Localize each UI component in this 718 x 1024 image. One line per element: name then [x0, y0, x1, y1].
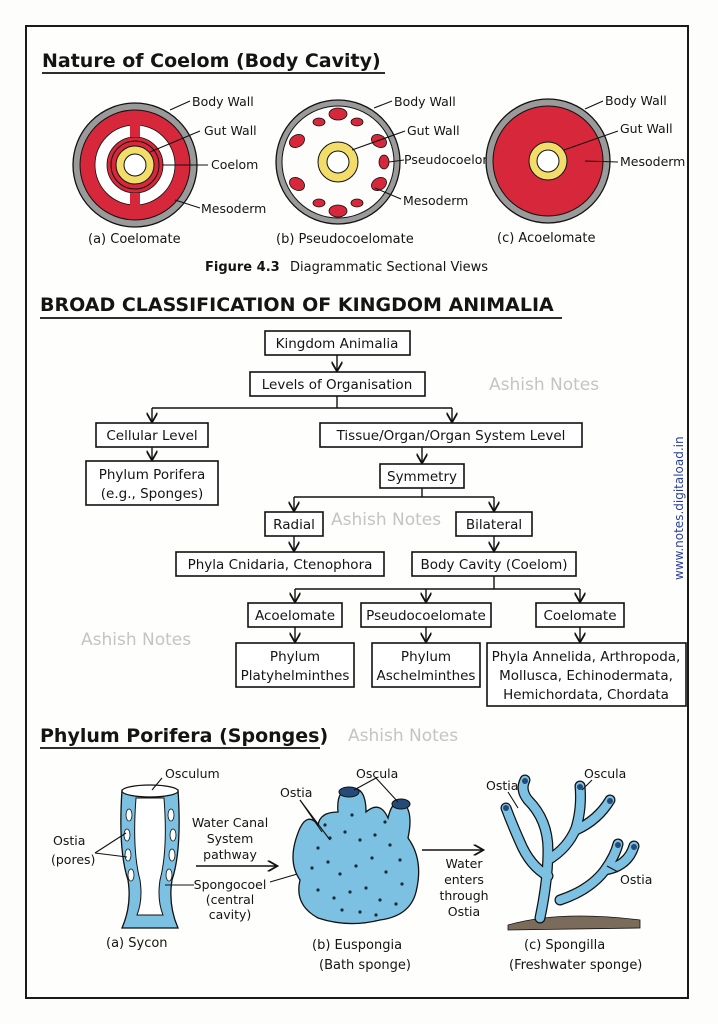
- euspongia-caption-1: (b) Euspongia: [312, 938, 402, 953]
- node-radial: [264, 511, 324, 537]
- coelomate-diagram: [72, 100, 208, 228]
- node-cellular-level-label: Cellular Level: [106, 428, 197, 444]
- node-cnidaria-ctenophora: [175, 551, 385, 577]
- spongocoel-label-2: (central: [206, 892, 255, 907]
- spongilla-caption-2: (Freshwater sponge): [509, 958, 642, 973]
- water-enters-label-2: enters: [444, 872, 484, 887]
- watermark-4: Ashish Notes: [348, 726, 458, 746]
- pseudocoelomate-gut-wall-label: Gut Wall: [407, 123, 460, 138]
- pseudocoelomate-diagram: [275, 99, 406, 225]
- node-cellular-level: [95, 422, 209, 448]
- acoelomate-caption: (c) Acoelomate: [497, 231, 595, 246]
- node-symmetry: [379, 463, 465, 489]
- node-coelomate-phyla: [486, 642, 687, 707]
- spongilla-drawing: [500, 774, 641, 931]
- node-symmetry-label: Symmetry: [387, 469, 457, 485]
- euspongia-ostia-label: Ostia: [280, 785, 312, 800]
- side-url: www.notes.digitaload.in: [672, 436, 686, 580]
- flow-label-3: pathway: [203, 847, 257, 862]
- spongocoel-label-3: cavity): [209, 907, 252, 922]
- pseudocoelomate-body-wall-label: Body Wall: [394, 94, 456, 109]
- figure-caption-label: Figure 4.3: [205, 260, 280, 275]
- pseudocoelomate-mesoderm-label: Mesoderm: [403, 193, 468, 208]
- node-body-cavity: [411, 551, 577, 577]
- node-acoelomate-label: Acoelomate: [255, 608, 335, 624]
- spongilla-caption-1: (c) Spongilla: [524, 938, 605, 953]
- pseudocoelomate-caption: (b) Pseudocoelomate: [276, 232, 414, 247]
- watermark-3: Ashish Notes: [81, 630, 191, 650]
- acoelomate-mesoderm-label: Mesoderm: [620, 154, 685, 169]
- water-enters-label-3: through: [439, 888, 488, 903]
- node-bilateral: [455, 511, 533, 537]
- node-coelomate-phyla-label-1: Phyla Annelida, Arthropoda,: [492, 649, 681, 665]
- node-aschelminthes: [371, 642, 481, 688]
- node-aschelminthes-label-2: Aschelminthes: [377, 668, 476, 684]
- coelomate-body-wall-label: Body Wall: [192, 94, 254, 109]
- node-coelomate-phyla-label-3: Hemichordata, Chordata: [503, 687, 669, 703]
- coelomate-coelom-label: Coelom: [211, 157, 258, 172]
- node-aschelminthes-label-1: Phylum: [401, 649, 451, 665]
- figure-caption-text: Diagrammatic Sectional Views: [290, 260, 488, 275]
- sycon-ostia-label: Ostia: [53, 833, 85, 848]
- euspongia-drawing: [292, 777, 420, 925]
- node-coelomate-label: Coelomate: [543, 608, 616, 624]
- node-levels-of-organisation: [249, 371, 426, 397]
- spongilla-ostia-side-label: Ostia: [620, 872, 652, 887]
- node-phylum-porifera-label-2: (e.g., Sponges): [101, 486, 203, 502]
- spongocoel-label-1: Spongocoel: [194, 877, 267, 892]
- node-coelomate-phyla-label-2: Mollusca, Echinodermata,: [499, 668, 673, 684]
- node-kingdom-animalia: [264, 330, 411, 356]
- node-radial-label: Radial: [273, 517, 315, 533]
- node-tissue-level-label: Tissue/Organ/Organ System Level: [336, 428, 566, 444]
- node-coelomate: [535, 602, 625, 628]
- node-bilateral-label: Bilateral: [466, 517, 522, 533]
- flow-label-2: System: [207, 831, 254, 846]
- node-phylum-porifera: [85, 460, 219, 506]
- spongilla-ostia-top-label: Ostia: [486, 778, 518, 793]
- watermark-1: Ashish Notes: [489, 375, 599, 395]
- node-pseudocoelomate-label: Pseudocoelomate: [366, 608, 486, 624]
- node-platyhelminthes-label-1: Phylum: [270, 649, 320, 665]
- acoelomate-diagram: [485, 98, 619, 224]
- acoelomate-gut-wall-label: Gut Wall: [620, 121, 673, 136]
- coelomate-gut-wall-label: Gut Wall: [204, 123, 257, 138]
- classification-title: BROAD CLASSIFICATION OF KINGDOM ANIMALIA: [40, 294, 554, 316]
- node-kingdom-animalia-label: Kingdom Animalia: [276, 336, 399, 352]
- pseudocoelomate-pseudocoelom-label: Pseudocoelom: [404, 152, 495, 167]
- sycon-pores-label: (pores): [51, 852, 95, 867]
- porifera-section-title: Phylum Porifera (Sponges): [40, 725, 328, 747]
- node-cnidaria-ctenophora-label: Phyla Cnidaria, Ctenophora: [188, 557, 373, 573]
- sycon-drawing: [94, 777, 180, 929]
- watermark-2: Ashish Notes: [331, 510, 441, 530]
- acoelomate-body-wall-label: Body Wall: [605, 93, 667, 108]
- node-acoelomate: [247, 602, 343, 628]
- node-platyhelminthes: [235, 642, 355, 688]
- node-phylum-porifera-label-1: Phylum Porifera: [99, 467, 206, 483]
- coelomate-caption: (a) Coelomate: [88, 232, 181, 247]
- node-pseudocoelomate: [360, 602, 492, 628]
- water-enters-label-4: Ostia: [448, 904, 480, 919]
- coelom-section-title: Nature of Coelom (Body Cavity): [42, 50, 381, 72]
- euspongia-caption-2: (Bath sponge): [319, 958, 411, 973]
- coelomate-mesoderm-label: Mesoderm: [201, 201, 266, 216]
- node-platyhelminthes-label-2: Platyhelminthes: [241, 668, 350, 684]
- tree-connectors: [152, 355, 580, 641]
- node-tissue-level: [319, 422, 583, 448]
- euspongia-oscula-label: Oscula: [356, 766, 398, 781]
- water-enters-label-1: Water: [446, 856, 484, 871]
- spongilla-oscula-label: Oscula: [584, 766, 626, 781]
- node-body-cavity-label: Body Cavity (Coelom): [420, 557, 567, 573]
- sycon-osculum-label: Osculum: [165, 766, 220, 781]
- sycon-caption: (a) Sycon: [106, 936, 168, 951]
- node-levels-of-organisation-label: Levels of Organisation: [262, 377, 413, 393]
- flow-label-1: Water Canal: [192, 815, 268, 830]
